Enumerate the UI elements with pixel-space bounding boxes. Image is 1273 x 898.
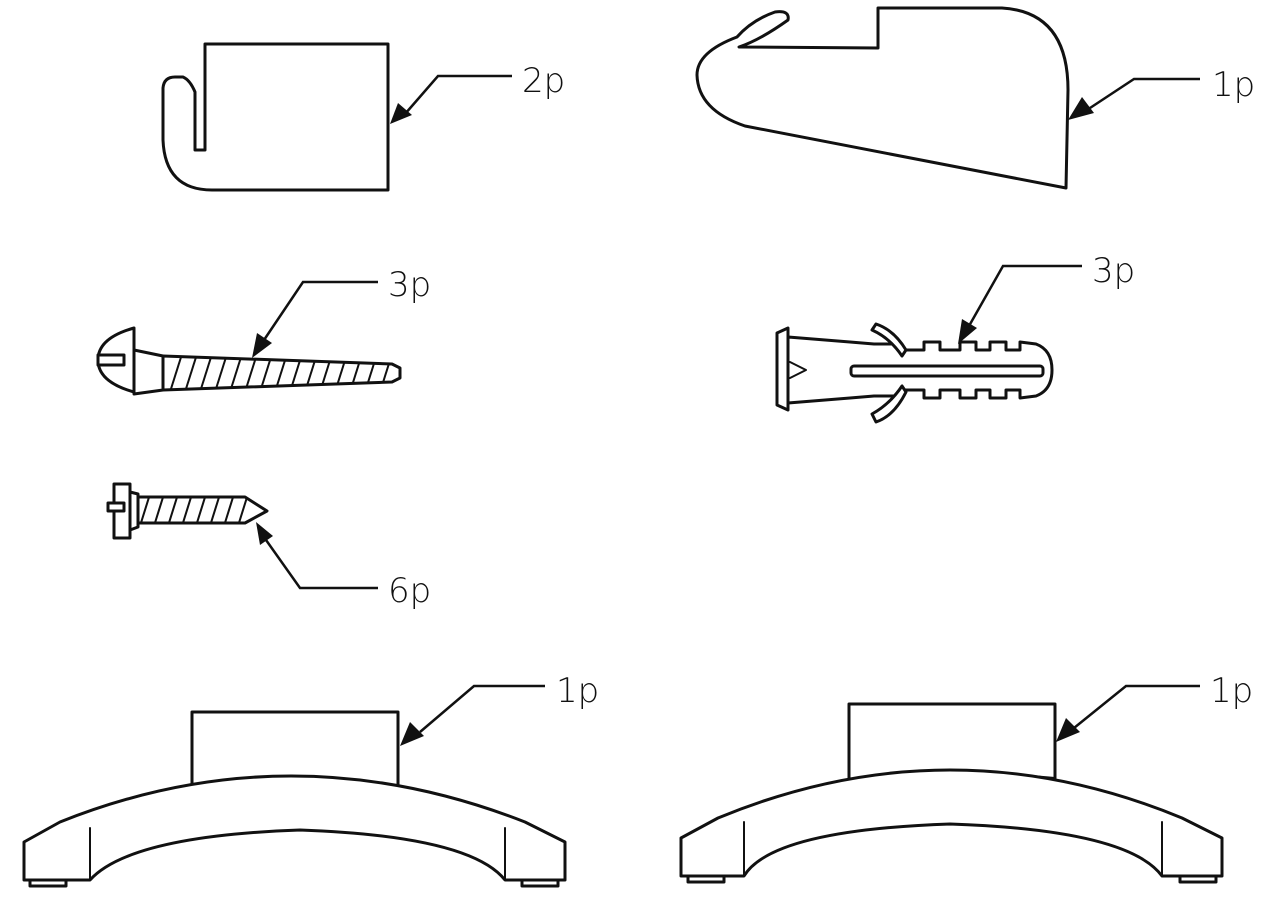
short-screw-callout: 6p xyxy=(256,522,431,611)
short-screw-part xyxy=(106,482,269,540)
hook-plate-part xyxy=(695,6,1070,190)
wall-anchor-quantity: 3p xyxy=(1092,251,1135,291)
bracket-clip-part xyxy=(161,42,390,192)
stand-foot-right-callout: 1p xyxy=(1056,671,1253,742)
stand-foot-left-part xyxy=(22,710,567,888)
short-screw-quantity: 6p xyxy=(388,571,431,611)
stand-foot-left-callout: 1p xyxy=(400,671,599,746)
long-screw-quantity: 3p xyxy=(388,265,431,305)
wall-anchor-part xyxy=(775,322,1054,424)
stand-foot-left-quantity: 1p xyxy=(556,671,599,711)
bracket-clip-callout: 2p xyxy=(390,61,565,124)
hook-plate-quantity: 1p xyxy=(1212,65,1255,105)
stand-foot-right-part xyxy=(679,702,1224,884)
stand-foot-right-quantity: 1p xyxy=(1210,671,1253,711)
short-screw-threads xyxy=(139,497,249,523)
wall-anchor-callout: 3p xyxy=(958,251,1135,344)
hook-plate-callout: 1p xyxy=(1068,65,1255,120)
long-screw-callout: 3p xyxy=(252,265,431,358)
bracket-clip-quantity: 2p xyxy=(522,61,565,101)
long-screw-part xyxy=(96,326,402,396)
